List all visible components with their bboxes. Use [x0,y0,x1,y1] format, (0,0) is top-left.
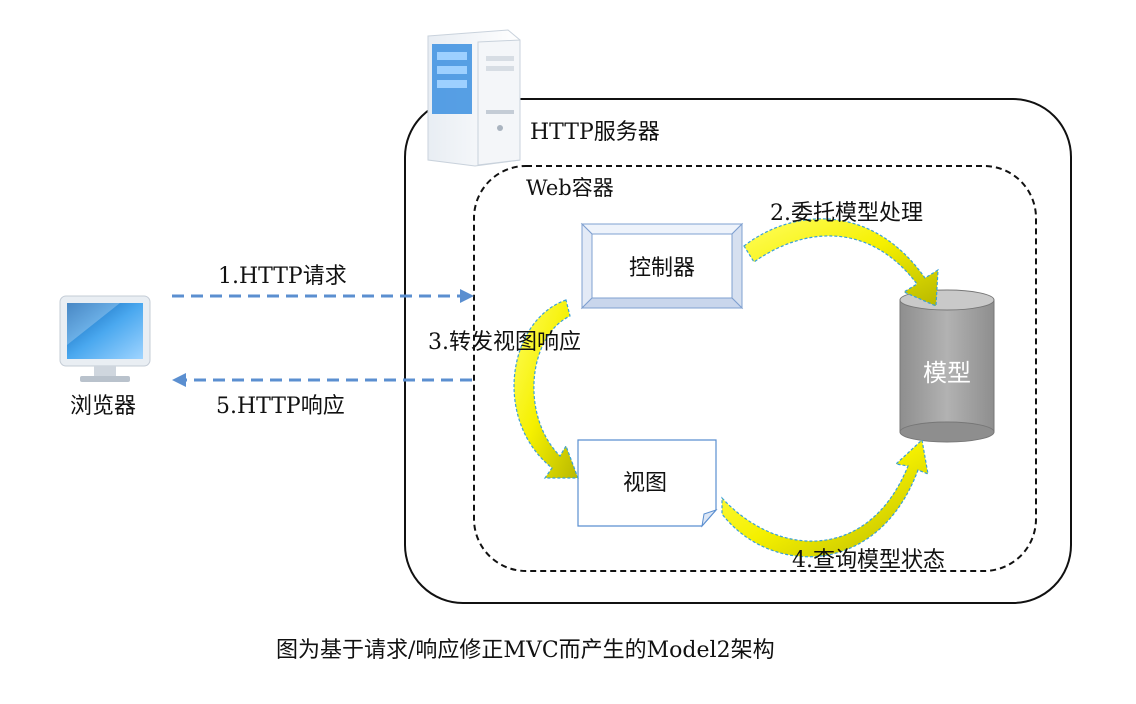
monitor-icon [59,295,151,382]
step-query-label: 4.查询模型状态 [792,548,945,573]
step-delegate-label: 2.委托模型处理 [770,201,923,226]
http-server-box [404,98,1072,604]
web-container-box [473,165,1037,572]
response-arrow [172,373,472,387]
web-container-label: Web容器 [526,176,614,200]
http-server-label: HTTP服务器 [530,120,660,145]
request-arrow [172,289,474,303]
step-forward-label: 3.转发视图响应 [428,330,581,355]
query-arrow [721,438,929,558]
delegate-arrow [743,218,939,307]
model-cylinder [899,289,995,443]
view-fold [701,508,718,528]
model-label: 模型 [923,358,971,387]
figure-caption: 图为基于请求/响应修正MVC而产生的Model2架构 [276,638,775,663]
controller-box [580,222,744,310]
server-tower-icon [427,29,521,167]
step-request-label: 1.HTTP请求 [218,264,347,289]
step-response-label: 5.HTTP响应 [216,394,345,419]
forward-arrow [513,299,579,479]
browser-label: 浏览器 [70,394,137,419]
controller-label: 控制器 [628,256,695,281]
view-label: 视图 [622,471,667,496]
